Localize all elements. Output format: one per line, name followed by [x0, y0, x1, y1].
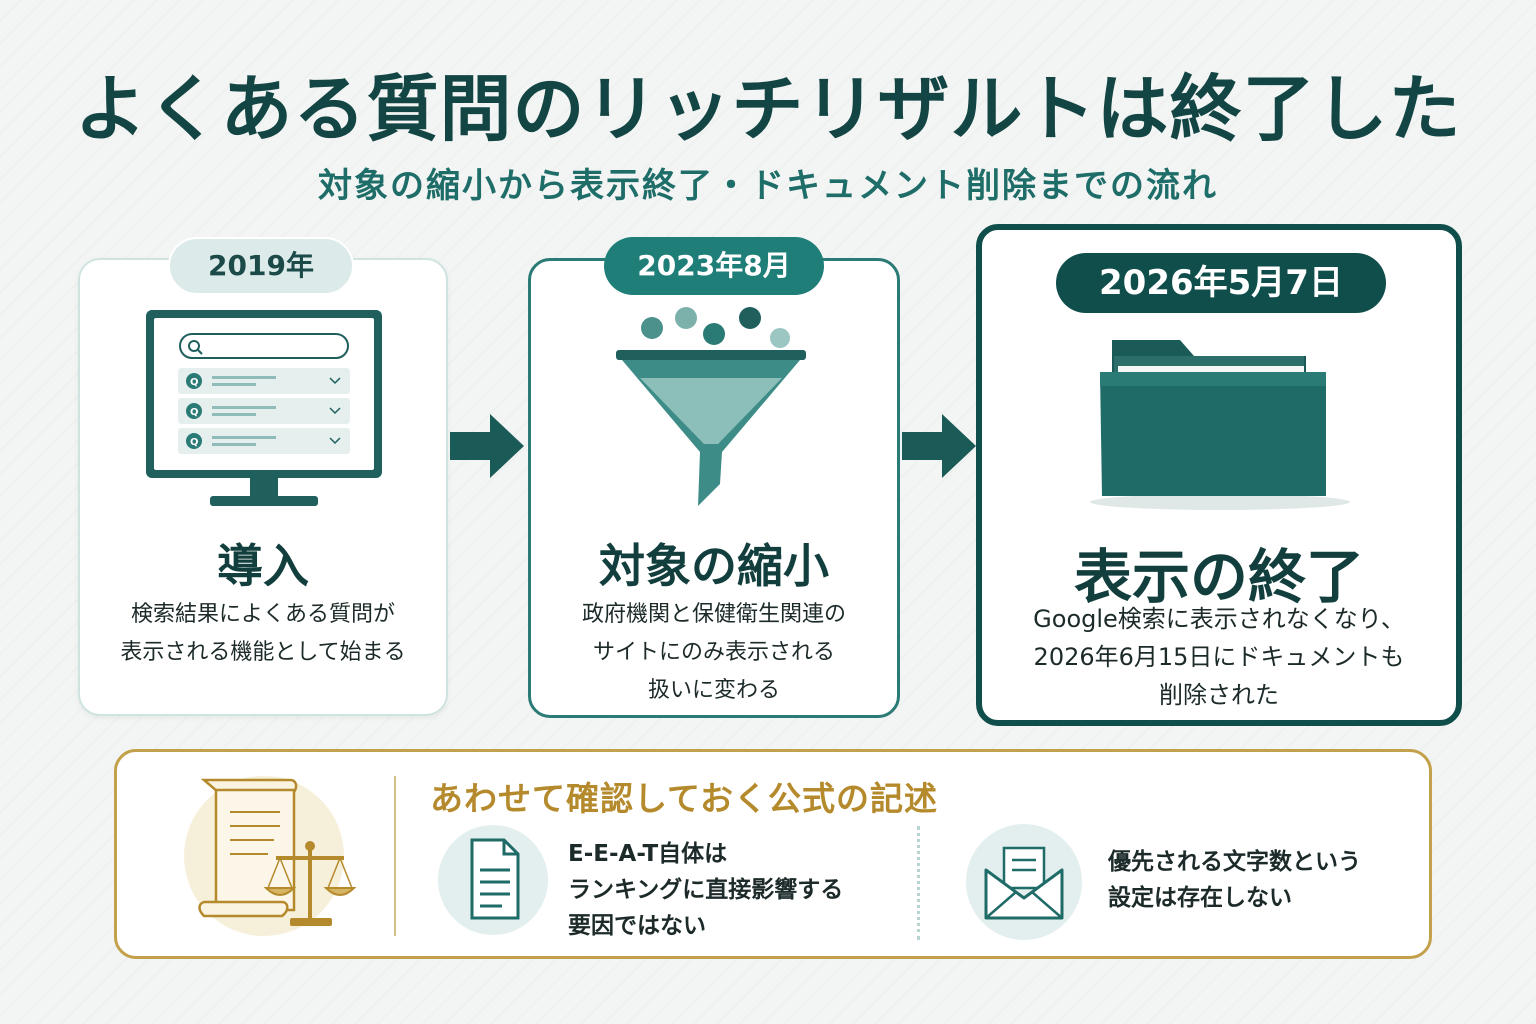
arrow-right-icon: [902, 414, 976, 478]
step-desc-end: Google検索に表示されなくなり、 2026年6月15日にドキュメントも 削除…: [1033, 605, 1405, 709]
date-badge-2026: 2026年5月7日: [1056, 253, 1386, 313]
note-item-char-count: 優先される文字数という 設定は存在しない: [1108, 849, 1361, 911]
folder-icon: [1090, 340, 1350, 510]
step-desc-narrowing: 政府機関と保健衛生関連の サイトにのみ表示される 扱いに変わる: [581, 602, 846, 703]
envelope-icon: [966, 824, 1082, 940]
page-title: よくある質問のリッチリザルトは終了した: [74, 67, 1462, 151]
arrow-right-icon: [450, 414, 524, 478]
step-heading-intro: 導入: [217, 539, 309, 593]
faq-q-badge: Q: [190, 407, 199, 418]
date-badge-2023: 2023年8月: [604, 237, 824, 295]
step-heading-end: 表示の終了: [1073, 543, 1364, 611]
faq-q-badge: Q: [190, 377, 199, 388]
funnel-icon: [616, 307, 806, 506]
page-subtitle: 対象の縮小から表示終了・ドキュメント削除までの流れ: [318, 166, 1218, 206]
step-desc-intro: 検索結果によくある質問が 表示される機能として始まる: [120, 602, 406, 665]
note-item-eeat: E-E-A-T自体は ランキングに直接影響する 要因ではない: [568, 841, 844, 939]
faq-q-badge: Q: [190, 437, 199, 448]
monitor-faq-icon: Q Q Q: [146, 310, 382, 506]
date-badge-2019: 2019年: [168, 237, 354, 295]
note-item-divider: [917, 826, 920, 940]
note-title: あわせて確認しておく公式の記述: [430, 779, 939, 818]
step-heading-narrowing: 対象の縮小: [599, 539, 829, 593]
document-icon: [438, 825, 548, 935]
note-divider: [394, 776, 396, 936]
scroll-scale-icon: [184, 776, 357, 936]
